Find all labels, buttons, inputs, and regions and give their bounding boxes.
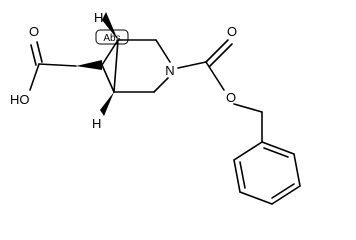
ring-bond-n3-c4 <box>153 77 169 93</box>
nitrogen-label: N <box>165 63 174 78</box>
phenyl-bond-2 <box>293 153 301 187</box>
phenyl-inner-bond-c <box>239 161 246 189</box>
ring-bond-c6-c5 <box>101 64 115 93</box>
phenyl-inner-bond-a <box>263 147 289 158</box>
phenyl-bond-3 <box>271 185 301 205</box>
acid-carbonyl-bond-a <box>36 41 43 63</box>
acid-oxygen-label: O <box>29 24 39 39</box>
carbonyl-oxygen-label: O <box>227 24 237 39</box>
stereo-flag-box <box>95 29 129 45</box>
carbamate-carbonyl-bond-a <box>205 39 229 63</box>
stereo-flag-label: Abs <box>103 33 120 44</box>
top-hydrogen-wedge <box>102 12 118 40</box>
bottom-hydrogen-label: H <box>92 116 101 131</box>
ester-oxygen-to-ch2-bond <box>233 103 263 113</box>
stereo-wedge-bond <box>76 60 102 70</box>
phenyl-bond-1 <box>261 141 295 155</box>
carbonyl-to-ester-oxygen-bond <box>205 61 225 91</box>
acid-hydroxyl-bond <box>29 63 40 91</box>
bicyclic-core: H H Abs N <box>76 10 175 131</box>
acid-carbonyl-bond-b <box>30 44 37 66</box>
ring-bond-c2-n3 <box>155 39 171 63</box>
phenyl-ring <box>233 141 301 205</box>
n-to-carbonyl-bond <box>177 61 207 69</box>
ring-bond-c1-c5 <box>113 39 119 93</box>
carbamate-group: O O <box>177 24 263 143</box>
phenyl-bond-5 <box>233 159 241 193</box>
carbamate-carbonyl-bond-b <box>209 43 233 67</box>
bottom-hydrogen-wedge <box>100 92 114 116</box>
phenyl-bond-6 <box>233 141 263 161</box>
structure-diagram: O HO H H Abs N O O <box>10 10 301 205</box>
acid-to-ring-bond <box>38 63 77 67</box>
ester-oxygen-label: O <box>226 90 236 105</box>
phenyl-bond-4 <box>239 191 273 205</box>
hydroxyl-label: HO <box>10 92 30 107</box>
phenyl-inner-bond-b <box>271 183 295 199</box>
carboxylic-acid-group: O HO <box>10 24 77 107</box>
top-hydrogen-label: H <box>94 10 103 25</box>
